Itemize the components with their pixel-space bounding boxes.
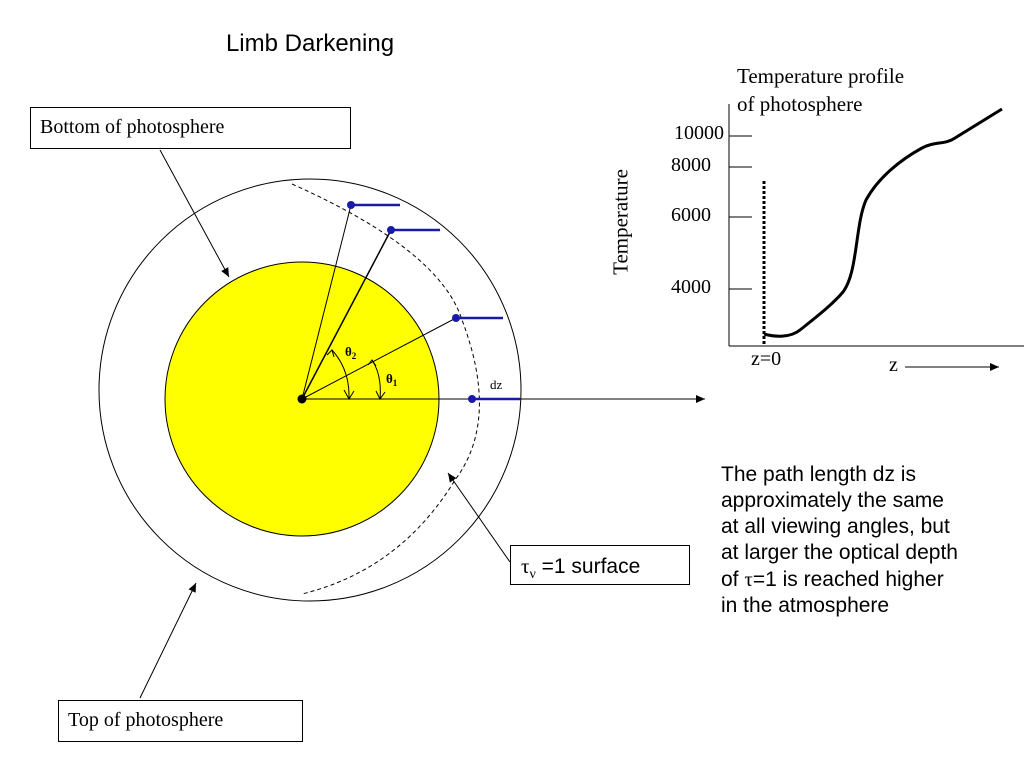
outer-photosphere-circle	[98, 178, 522, 602]
bottom-callout-arrow	[159, 149, 230, 278]
top-callout-arrow	[139, 582, 197, 699]
profile-title-line1: Temperature profile	[737, 64, 905, 88]
explanation-line: in the atmosphere	[721, 594, 890, 617]
y-tick-4000: 4000	[671, 276, 711, 298]
page-title: Limb Darkening	[225, 30, 395, 57]
bottom-of-photosphere-label: Bottom of photosphere	[30, 107, 351, 149]
y-tick-8000: 8000	[671, 154, 711, 176]
center-dot	[297, 394, 307, 404]
ray-upper	[301, 204, 352, 400]
tau-one-surface-dashed	[291, 183, 480, 595]
profile-title-line2: of photosphere	[737, 92, 863, 116]
explanation-line: at all viewing angles, but	[721, 515, 950, 538]
y-tick-10000: 10000	[674, 122, 724, 144]
tau-callout-arrow	[447, 472, 511, 563]
z-axis-label: z	[889, 354, 898, 376]
explanation-line: of τ=1 is reached higher	[721, 567, 944, 591]
profile-y-axis-label: Temperature	[608, 169, 633, 275]
temperature-profile-plot	[728, 104, 1024, 371]
y-tick-6000: 6000	[671, 204, 711, 226]
explanation-line: approximately the same	[721, 489, 944, 512]
tau-symbol: τ	[521, 554, 530, 578]
profile-title: Temperature profile of photosphere	[737, 62, 904, 118]
explanation-line: at larger the optical depth	[721, 541, 958, 564]
tau-surface-label: τν =1 surface	[510, 545, 690, 585]
ray-markers	[347, 201, 520, 403]
ray-theta2	[301, 229, 392, 400]
z-zero-label: z=0	[751, 348, 782, 370]
temperature-curve	[763, 107, 1003, 338]
theta2-label: θ2	[345, 344, 357, 361]
ray-theta1	[301, 317, 457, 400]
explanation-text: The path length dz is approximately the …	[721, 462, 1011, 619]
dz-label: dz	[490, 377, 503, 392]
theta2-arc	[331, 349, 350, 400]
tau-surface-text: =1 surface	[535, 555, 641, 578]
theta1-label: θ1	[386, 371, 398, 388]
top-of-photosphere-label: Top of photosphere	[58, 700, 303, 742]
tau-subscript: ν	[529, 567, 536, 583]
explanation-line: The path length dz is	[721, 463, 916, 486]
